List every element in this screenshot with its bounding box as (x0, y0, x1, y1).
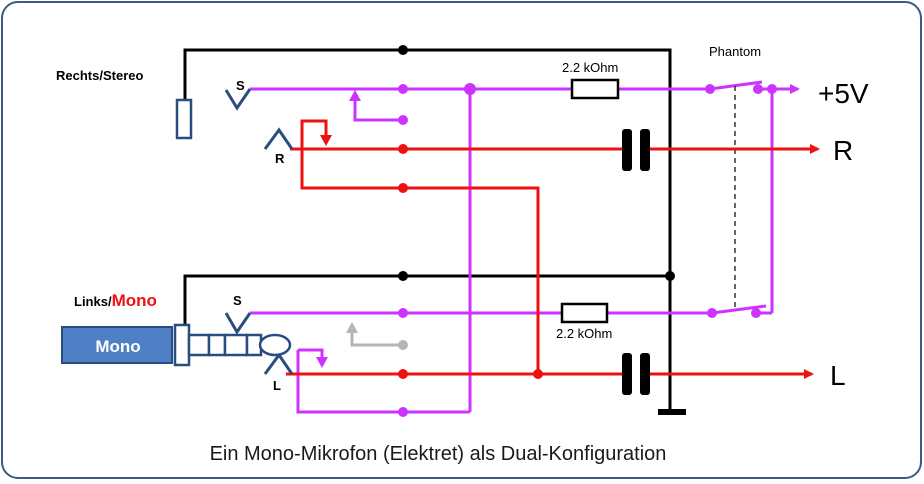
tip-label-bottom: L (273, 378, 281, 393)
resistor-label-bottom: 2.2 kOhm (556, 326, 612, 341)
output-l-label: L (830, 360, 846, 391)
mono-plug-label: Mono (95, 337, 140, 356)
bias-net (250, 80, 800, 414)
ground-net (183, 48, 686, 415)
sleeve-contact-bottom (224, 312, 252, 335)
left-jack-label-prefix: Links/ (74, 294, 112, 309)
phantom-label: Phantom (709, 44, 761, 59)
output-r-label: R (833, 135, 853, 166)
capacitor-bottom (622, 353, 650, 395)
capacitor-top (622, 129, 650, 171)
diagram-caption: Ein Mono-Mikrofon (Elektret) als Dual-Ko… (210, 443, 667, 465)
jack-top-body (175, 98, 193, 140)
ring-label-top: R (275, 151, 285, 166)
ground-junctions (398, 45, 675, 281)
sleeve-contact-top (224, 88, 252, 111)
resistor-label-top: 2.2 kOhm (562, 60, 618, 75)
bias-arrowheads (316, 90, 361, 368)
resistor-bottom (560, 302, 609, 324)
signal-junctions (398, 144, 543, 379)
signal-arrowheads (320, 135, 332, 146)
signal-net (286, 119, 820, 379)
mono-plug (61, 323, 292, 367)
left-jack-label-mono: Mono (112, 291, 157, 310)
sleeve-label-bottom: S (233, 293, 242, 308)
right-jack-label: Rechts/Stereo (56, 68, 143, 83)
ring-contact-top (263, 127, 294, 150)
resistor-top (570, 78, 620, 100)
sleeve-label-top: S (236, 78, 245, 93)
bias-junctions (398, 83, 777, 417)
left-jack-label: Links/Mono (74, 291, 157, 310)
inactive-contact (346, 322, 408, 350)
output-plus5v-label: +5V (818, 78, 869, 109)
